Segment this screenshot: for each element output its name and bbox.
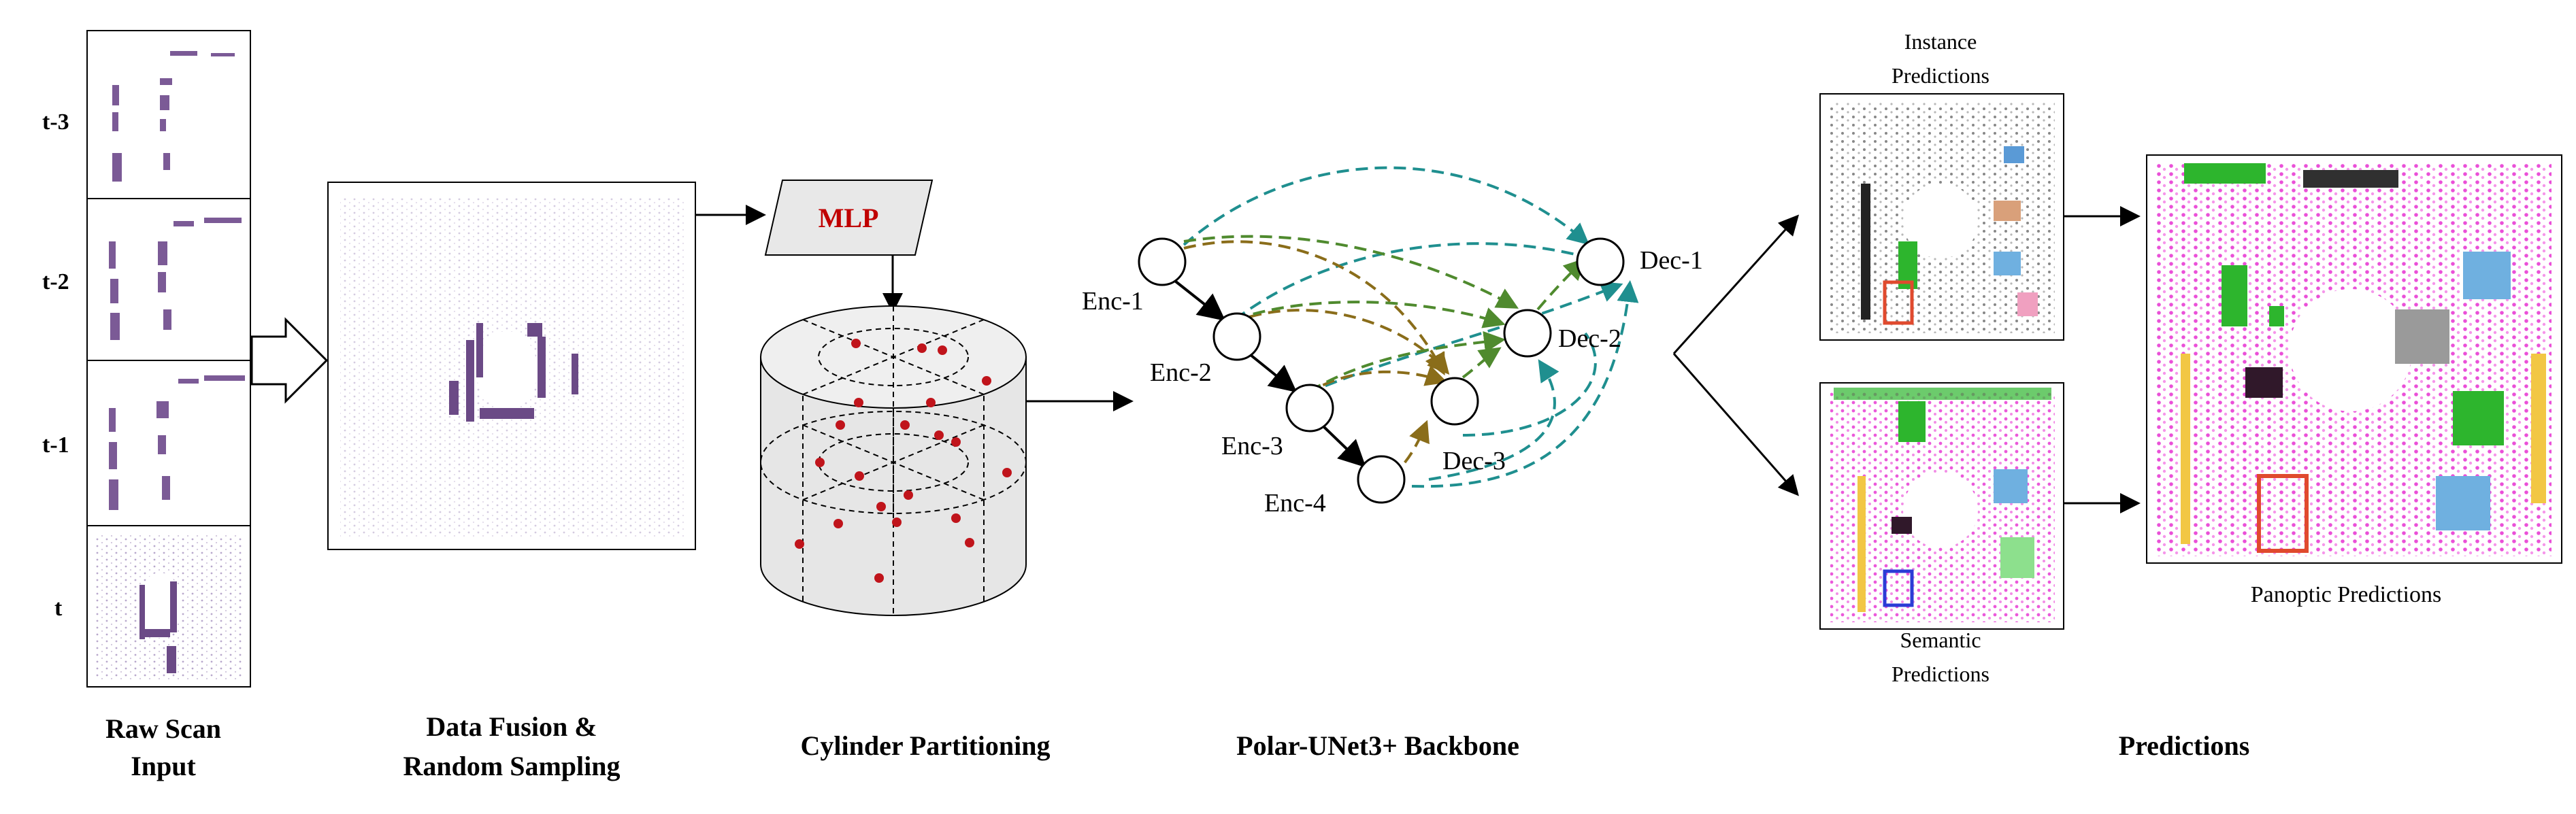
enc3-label: Enc-3 <box>1221 432 1283 460</box>
enc1-label: Enc-1 <box>1082 287 1144 316</box>
enc4-node <box>1357 455 1406 504</box>
dec2-label: Dec-2 <box>1558 324 1621 353</box>
instance-label-line1: Instance <box>1904 29 1977 54</box>
instance-predictions-panel <box>1819 93 2064 341</box>
raw-scan-frames <box>86 30 251 688</box>
enc3-node <box>1285 384 1334 433</box>
scan-frame-t3 <box>86 30 251 199</box>
semantic-label-line2: Predictions <box>1892 662 1989 686</box>
scan-frame-t2 <box>86 198 251 361</box>
enc2-node <box>1212 312 1261 361</box>
scan-frame-t1 <box>86 360 251 526</box>
dec3-node <box>1430 377 1479 426</box>
frame-label-t1: t-1 <box>42 433 69 458</box>
frame-label-t2: t-2 <box>42 269 69 294</box>
stage-predictions: Predictions <box>2119 730 2250 761</box>
instance-label-line2: Predictions <box>1892 63 1989 88</box>
fused-scan-panel <box>327 182 696 550</box>
dec3-label: Dec-3 <box>1442 447 1506 475</box>
hollow-arrow <box>250 317 329 404</box>
stage-raw-line1: Raw Scan <box>105 713 221 744</box>
stage-raw-line2: Input <box>131 751 196 781</box>
mlp-label: MLP <box>819 203 879 233</box>
stage-fusion-line2: Random Sampling <box>403 751 621 781</box>
dec1-label: Dec-1 <box>1640 246 1703 275</box>
cylinder-partition <box>760 305 1027 616</box>
enc4-label: Enc-4 <box>1264 489 1326 518</box>
backbone-graph <box>1138 166 1639 504</box>
frame-label-t: t <box>54 596 63 621</box>
enc2-label: Enc-2 <box>1150 358 1212 387</box>
panoptic-predictions-panel <box>2146 154 2562 564</box>
dec1-node <box>1576 237 1625 286</box>
stage-cylinder: Cylinder Partitioning <box>800 730 1050 761</box>
enc1-node <box>1138 237 1187 286</box>
mlp-box: MLP <box>764 180 934 256</box>
scan-frame-t <box>86 525 251 688</box>
stage-fusion-line1: Data Fusion & <box>426 711 597 742</box>
dec2-node <box>1503 309 1552 358</box>
semantic-label-line1: Semantic <box>1900 628 1981 652</box>
semantic-predictions-panel <box>1819 382 2064 630</box>
stage-backbone: Polar-UNet3+ Backbone <box>1236 730 1519 761</box>
frame-label-t3: t-3 <box>42 109 69 135</box>
fork-arrows <box>1672 214 1800 496</box>
panoptic-label: Panoptic Predictions <box>2251 582 2441 607</box>
